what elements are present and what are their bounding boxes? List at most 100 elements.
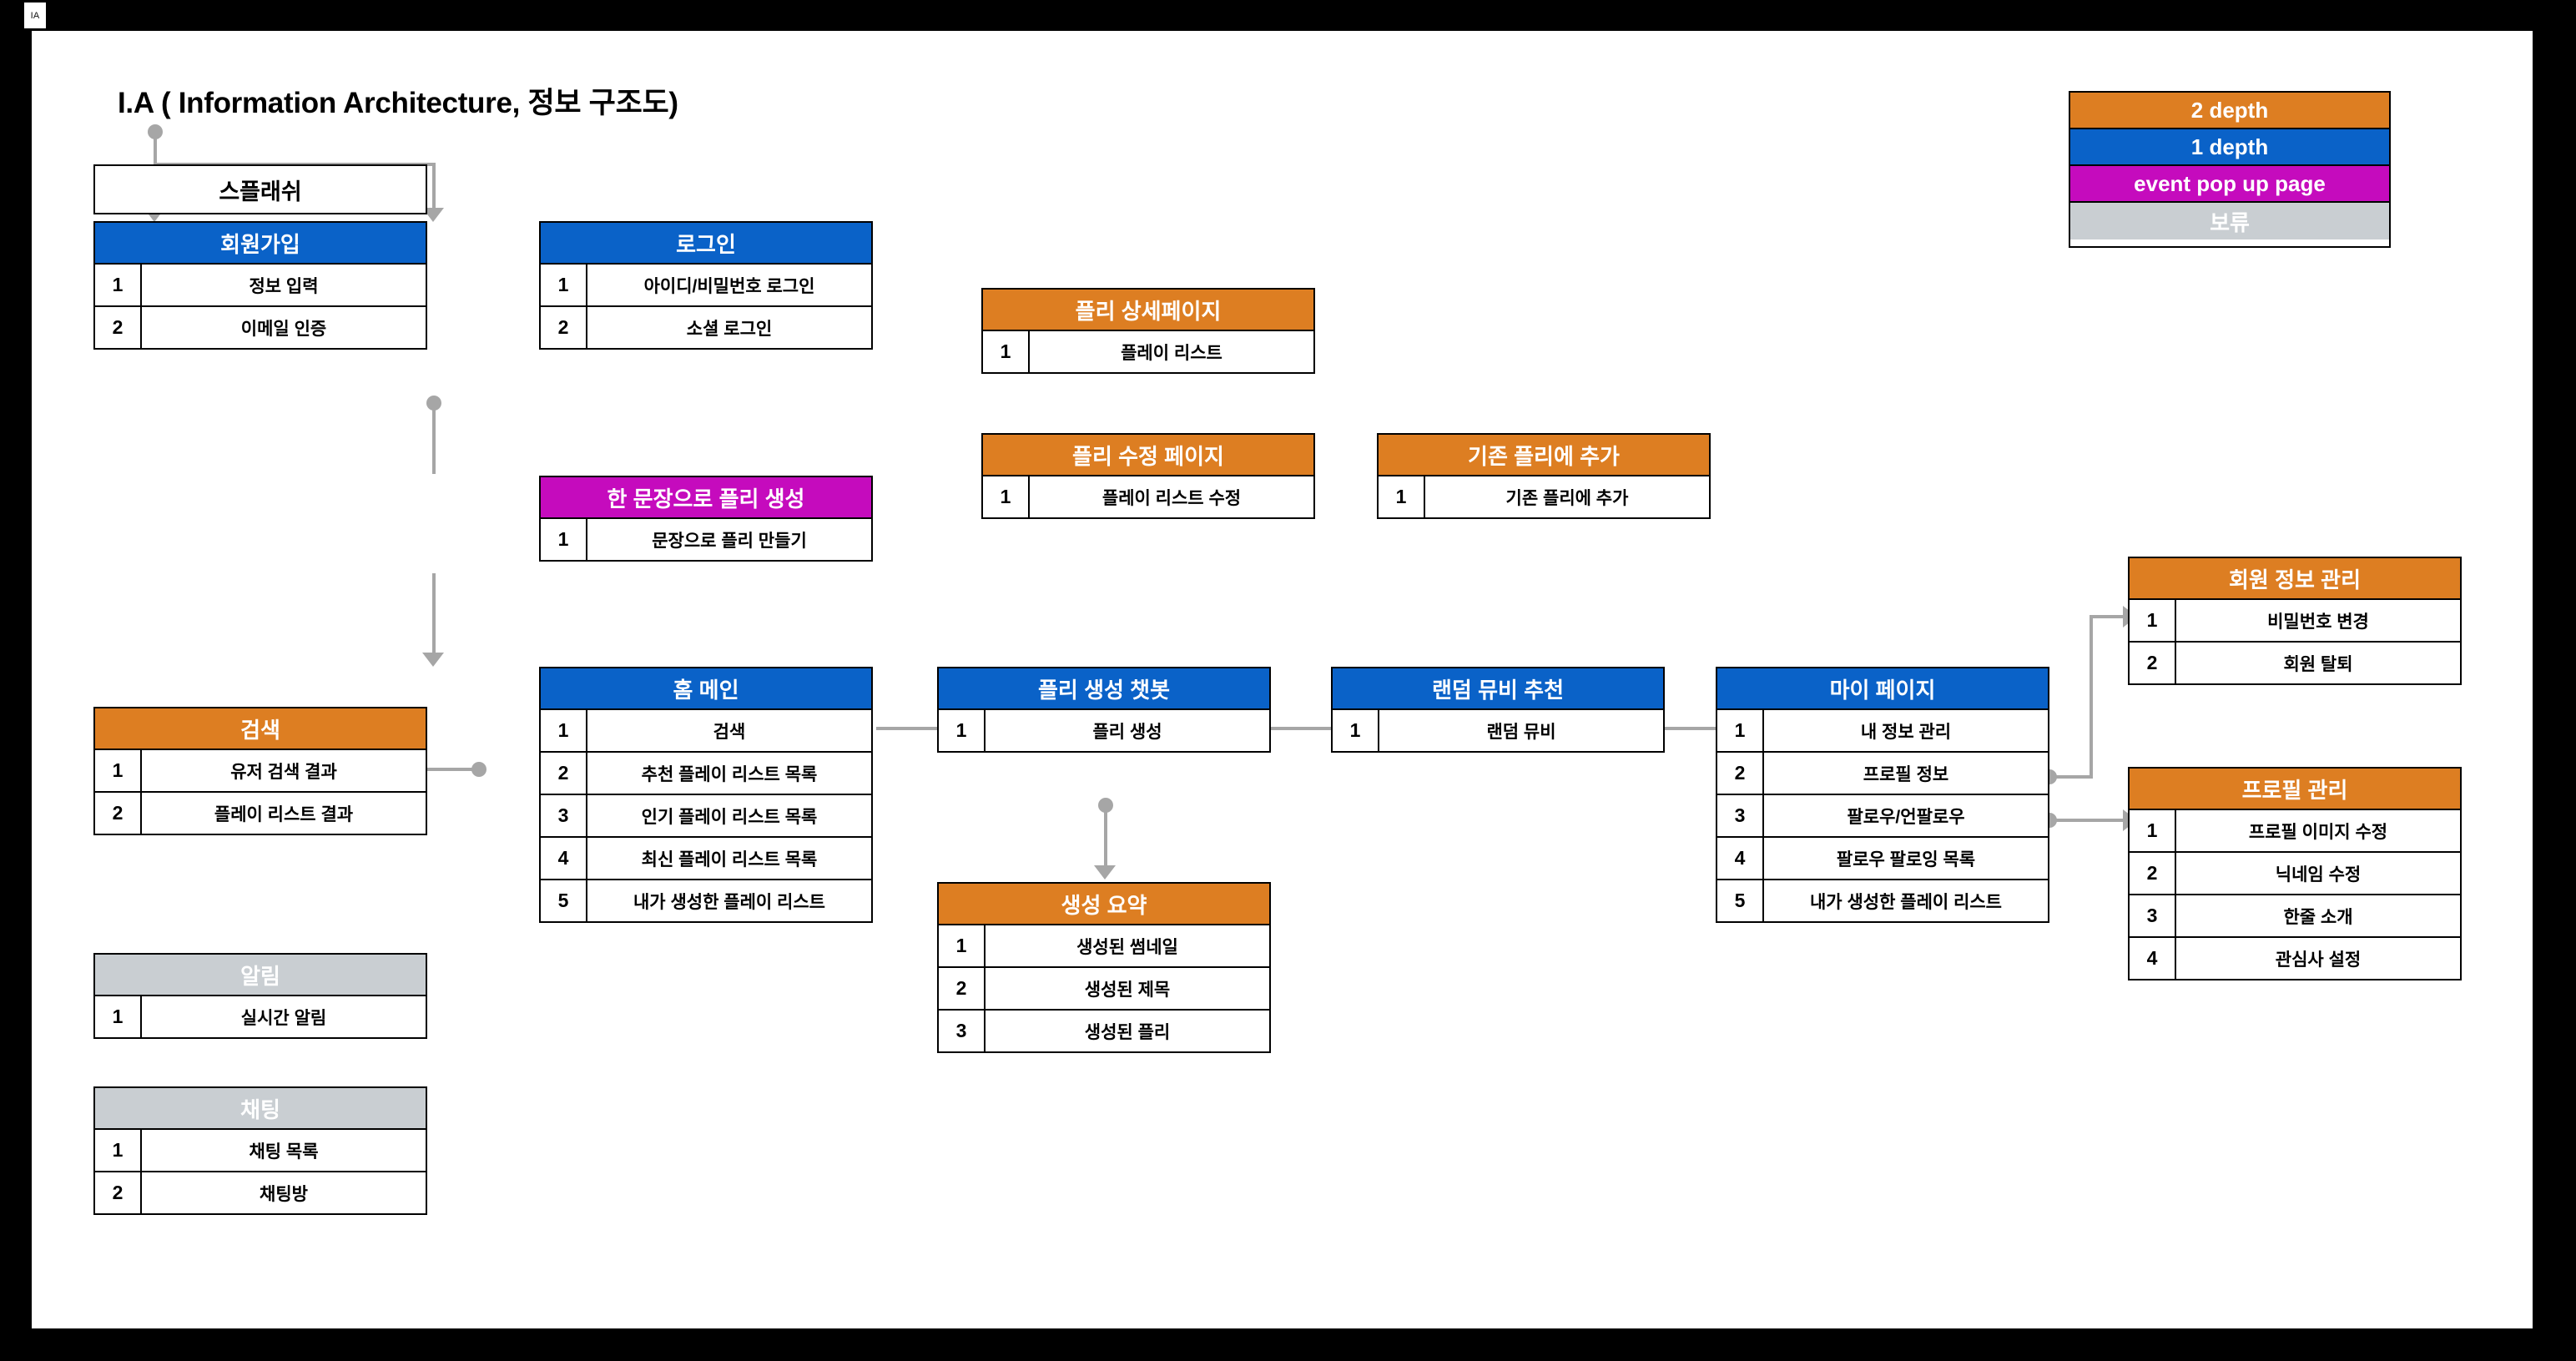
table-row[interactable]: 2 회원 탈퇴 [2130, 641, 2460, 683]
row-label: 플레이 리스트 수정 [1101, 488, 1242, 508]
row-label: 플레이 리스트 결과 [214, 804, 354, 824]
node-pli-detail-rows: 1 플레이 리스트 [983, 330, 1313, 372]
table-row[interactable]: 3 생성된 플리 [939, 1009, 1269, 1051]
table-row[interactable]: 1 정보 입력 [95, 263, 426, 305]
table-row[interactable]: 1 문장으로 플리 만들기 [541, 517, 871, 560]
table-row[interactable]: 1 내 정보 관리 [1717, 708, 2048, 751]
row-label: 아이디/비밀번호 로그인 [643, 276, 815, 296]
table-row[interactable]: 4 팔로우 팔로잉 목록 [1717, 836, 2048, 879]
table-row[interactable]: 1 아이디/비밀번호 로그인 [541, 263, 871, 305]
node-pli-add[interactable]: 기존 플리에 추가 1 기존 플리에 추가 [1377, 433, 1711, 519]
node-chat-rows: 1 채팅 목록 2 채팅방 [95, 1128, 426, 1213]
legend: 2 depth 1 depth event pop up page 보류 [2069, 91, 2391, 248]
node-signup-title: 회원가입 [95, 223, 426, 263]
node-profile-mgmt[interactable]: 프로필 관리 1 프로필 이미지 수정 2 닉네임 수정 3 한줄 소개 4 관… [2128, 767, 2462, 980]
table-row[interactable]: 1 실시간 알림 [95, 995, 426, 1037]
node-profile-mgmt-title: 프로필 관리 [2130, 769, 2460, 809]
connector-dot-home-search [471, 762, 486, 777]
table-row[interactable]: 5 내가 생성한 플레이 리스트 [541, 879, 871, 921]
table-row[interactable]: 1 비밀번호 변경 [2130, 598, 2460, 641]
row-index: 2 [95, 793, 142, 834]
node-generation-summary-title: 생성 요약 [939, 884, 1269, 924]
table-row[interactable]: 2 프로필 정보 [1717, 751, 2048, 794]
row-index: 3 [2130, 895, 2176, 936]
row-label: 실시간 알림 [240, 1008, 327, 1028]
node-signup[interactable]: 회원가입 1 정보 입력 2 이메일 인증 [93, 221, 427, 350]
row-label: 검색 [713, 722, 746, 742]
table-row[interactable]: 2 플레이 리스트 결과 [95, 791, 426, 834]
node-alarm[interactable]: 알림 1 실시간 알림 [93, 953, 427, 1039]
row-index: 1 [2130, 600, 2176, 641]
row-index: 2 [1717, 753, 1764, 794]
row-label: 관심사 설정 [2275, 950, 2362, 970]
node-pli-edit-title: 플리 수정 페이지 [983, 435, 1313, 475]
table-row[interactable]: 2 생성된 제목 [939, 966, 1269, 1009]
table-row[interactable]: 5 내가 생성한 플레이 리스트 [1717, 879, 2048, 921]
node-home-main[interactable]: 홈 메인 1 검색 2 추천 플레이 리스트 목록 3 인기 플레이 리스트 목… [539, 667, 873, 923]
row-label: 채팅 목록 [249, 1142, 319, 1162]
table-row[interactable]: 4 관심사 설정 [2130, 936, 2460, 979]
table-row[interactable]: 1 유저 검색 결과 [95, 749, 426, 791]
node-random-mv[interactable]: 랜덤 뮤비 추천 1 랜덤 뮤비 [1331, 667, 1665, 753]
node-splash[interactable]: 스플래쉬 [93, 164, 427, 214]
table-row[interactable]: 3 인기 플레이 리스트 목록 [541, 794, 871, 836]
table-row[interactable]: 1 플리 생성 [939, 708, 1269, 751]
row-label: 프로필 정보 [1863, 764, 1949, 784]
table-row[interactable]: 1 랜덤 뮤비 [1333, 708, 1663, 751]
table-row[interactable]: 1 기존 플리에 추가 [1379, 475, 1709, 517]
table-row[interactable]: 1 생성된 썸네일 [939, 924, 1269, 966]
node-login[interactable]: 로그인 1 아이디/비밀번호 로그인 2 소셜 로그인 [539, 221, 873, 350]
node-mypage[interactable]: 마이 페이지 1 내 정보 관리 2 프로필 정보 3 팔로우/언팔로우 4 팔… [1716, 667, 2049, 923]
arrow-to-home [422, 653, 444, 667]
node-generation-summary-rows: 1 생성된 썸네일 2 생성된 제목 3 생성된 플리 [939, 924, 1269, 1051]
row-label: 내가 생성한 플레이 리스트 [1809, 892, 2003, 912]
node-chatbot-rows: 1 플리 생성 [939, 708, 1269, 751]
node-search-rows: 1 유저 검색 결과 2 플레이 리스트 결과 [95, 749, 426, 834]
row-label: 닉네임 수정 [2275, 864, 2362, 885]
slide-tab-ia[interactable]: IA [24, 3, 46, 28]
table-row[interactable]: 2 추천 플레이 리스트 목록 [541, 751, 871, 794]
node-search-title: 검색 [95, 708, 426, 749]
row-index: 3 [541, 795, 587, 836]
row-label: 인기 플레이 리스트 목록 [641, 807, 818, 827]
node-one-sentence-pli[interactable]: 한 문장으로 플리 생성 1 문장으로 플리 만들기 [539, 476, 873, 562]
row-label: 소셜 로그인 [686, 319, 773, 339]
node-chatbot[interactable]: 플리 생성 챗봇 1 플리 생성 [937, 667, 1271, 753]
table-row[interactable]: 3 한줄 소개 [2130, 894, 2460, 936]
row-index: 2 [939, 968, 986, 1009]
table-row[interactable]: 2 채팅방 [95, 1171, 426, 1213]
node-mypage-title: 마이 페이지 [1717, 668, 2048, 708]
row-index: 4 [1717, 838, 1764, 879]
node-pli-detail-title: 플리 상세페이지 [983, 290, 1313, 330]
table-row[interactable]: 1 프로필 이미지 수정 [2130, 809, 2460, 851]
table-row[interactable]: 1 채팅 목록 [95, 1128, 426, 1171]
node-chat-title: 채팅 [95, 1088, 426, 1128]
table-row[interactable]: 3 팔로우/언팔로우 [1717, 794, 2048, 836]
row-index: 2 [95, 1172, 142, 1213]
node-pli-edit[interactable]: 플리 수정 페이지 1 플레이 리스트 수정 [981, 433, 1315, 519]
table-row[interactable]: 4 최신 플레이 리스트 목록 [541, 836, 871, 879]
legend-item-2depth: 2 depth [2070, 93, 2389, 129]
node-member-info[interactable]: 회원 정보 관리 1 비밀번호 변경 2 회원 탈퇴 [2128, 557, 2462, 685]
node-generation-summary[interactable]: 생성 요약 1 생성된 썸네일 2 생성된 제목 3 생성된 플리 [937, 882, 1271, 1053]
table-row[interactable]: 2 이메일 인증 [95, 305, 426, 348]
row-index: 2 [541, 307, 587, 348]
diagram-canvas: I.A ( Information Architecture, 정보 구조도) [32, 31, 2533, 1328]
node-pli-detail[interactable]: 플리 상세페이지 1 플레이 리스트 [981, 288, 1315, 374]
table-row[interactable]: 2 닉네임 수정 [2130, 851, 2460, 894]
node-search[interactable]: 검색 1 유저 검색 결과 2 플레이 리스트 결과 [93, 707, 427, 835]
connector-mypage-profile-h1 [2049, 819, 2093, 822]
table-row[interactable]: 1 플레이 리스트 [983, 330, 1313, 372]
table-row[interactable]: 1 검색 [541, 708, 871, 751]
table-row[interactable]: 1 플레이 리스트 수정 [983, 475, 1313, 517]
row-index: 3 [939, 1011, 986, 1051]
legend-item-1depth: 1 depth [2070, 129, 2389, 166]
row-label: 추천 플레이 리스트 목록 [641, 764, 818, 784]
table-row[interactable]: 2 소셜 로그인 [541, 305, 871, 348]
node-pli-add-title: 기존 플리에 추가 [1379, 435, 1709, 475]
row-index: 1 [983, 331, 1030, 372]
connector-mypage-member-v [2090, 615, 2093, 779]
node-member-info-title: 회원 정보 관리 [2130, 558, 2460, 598]
node-chat[interactable]: 채팅 1 채팅 목록 2 채팅방 [93, 1086, 427, 1215]
